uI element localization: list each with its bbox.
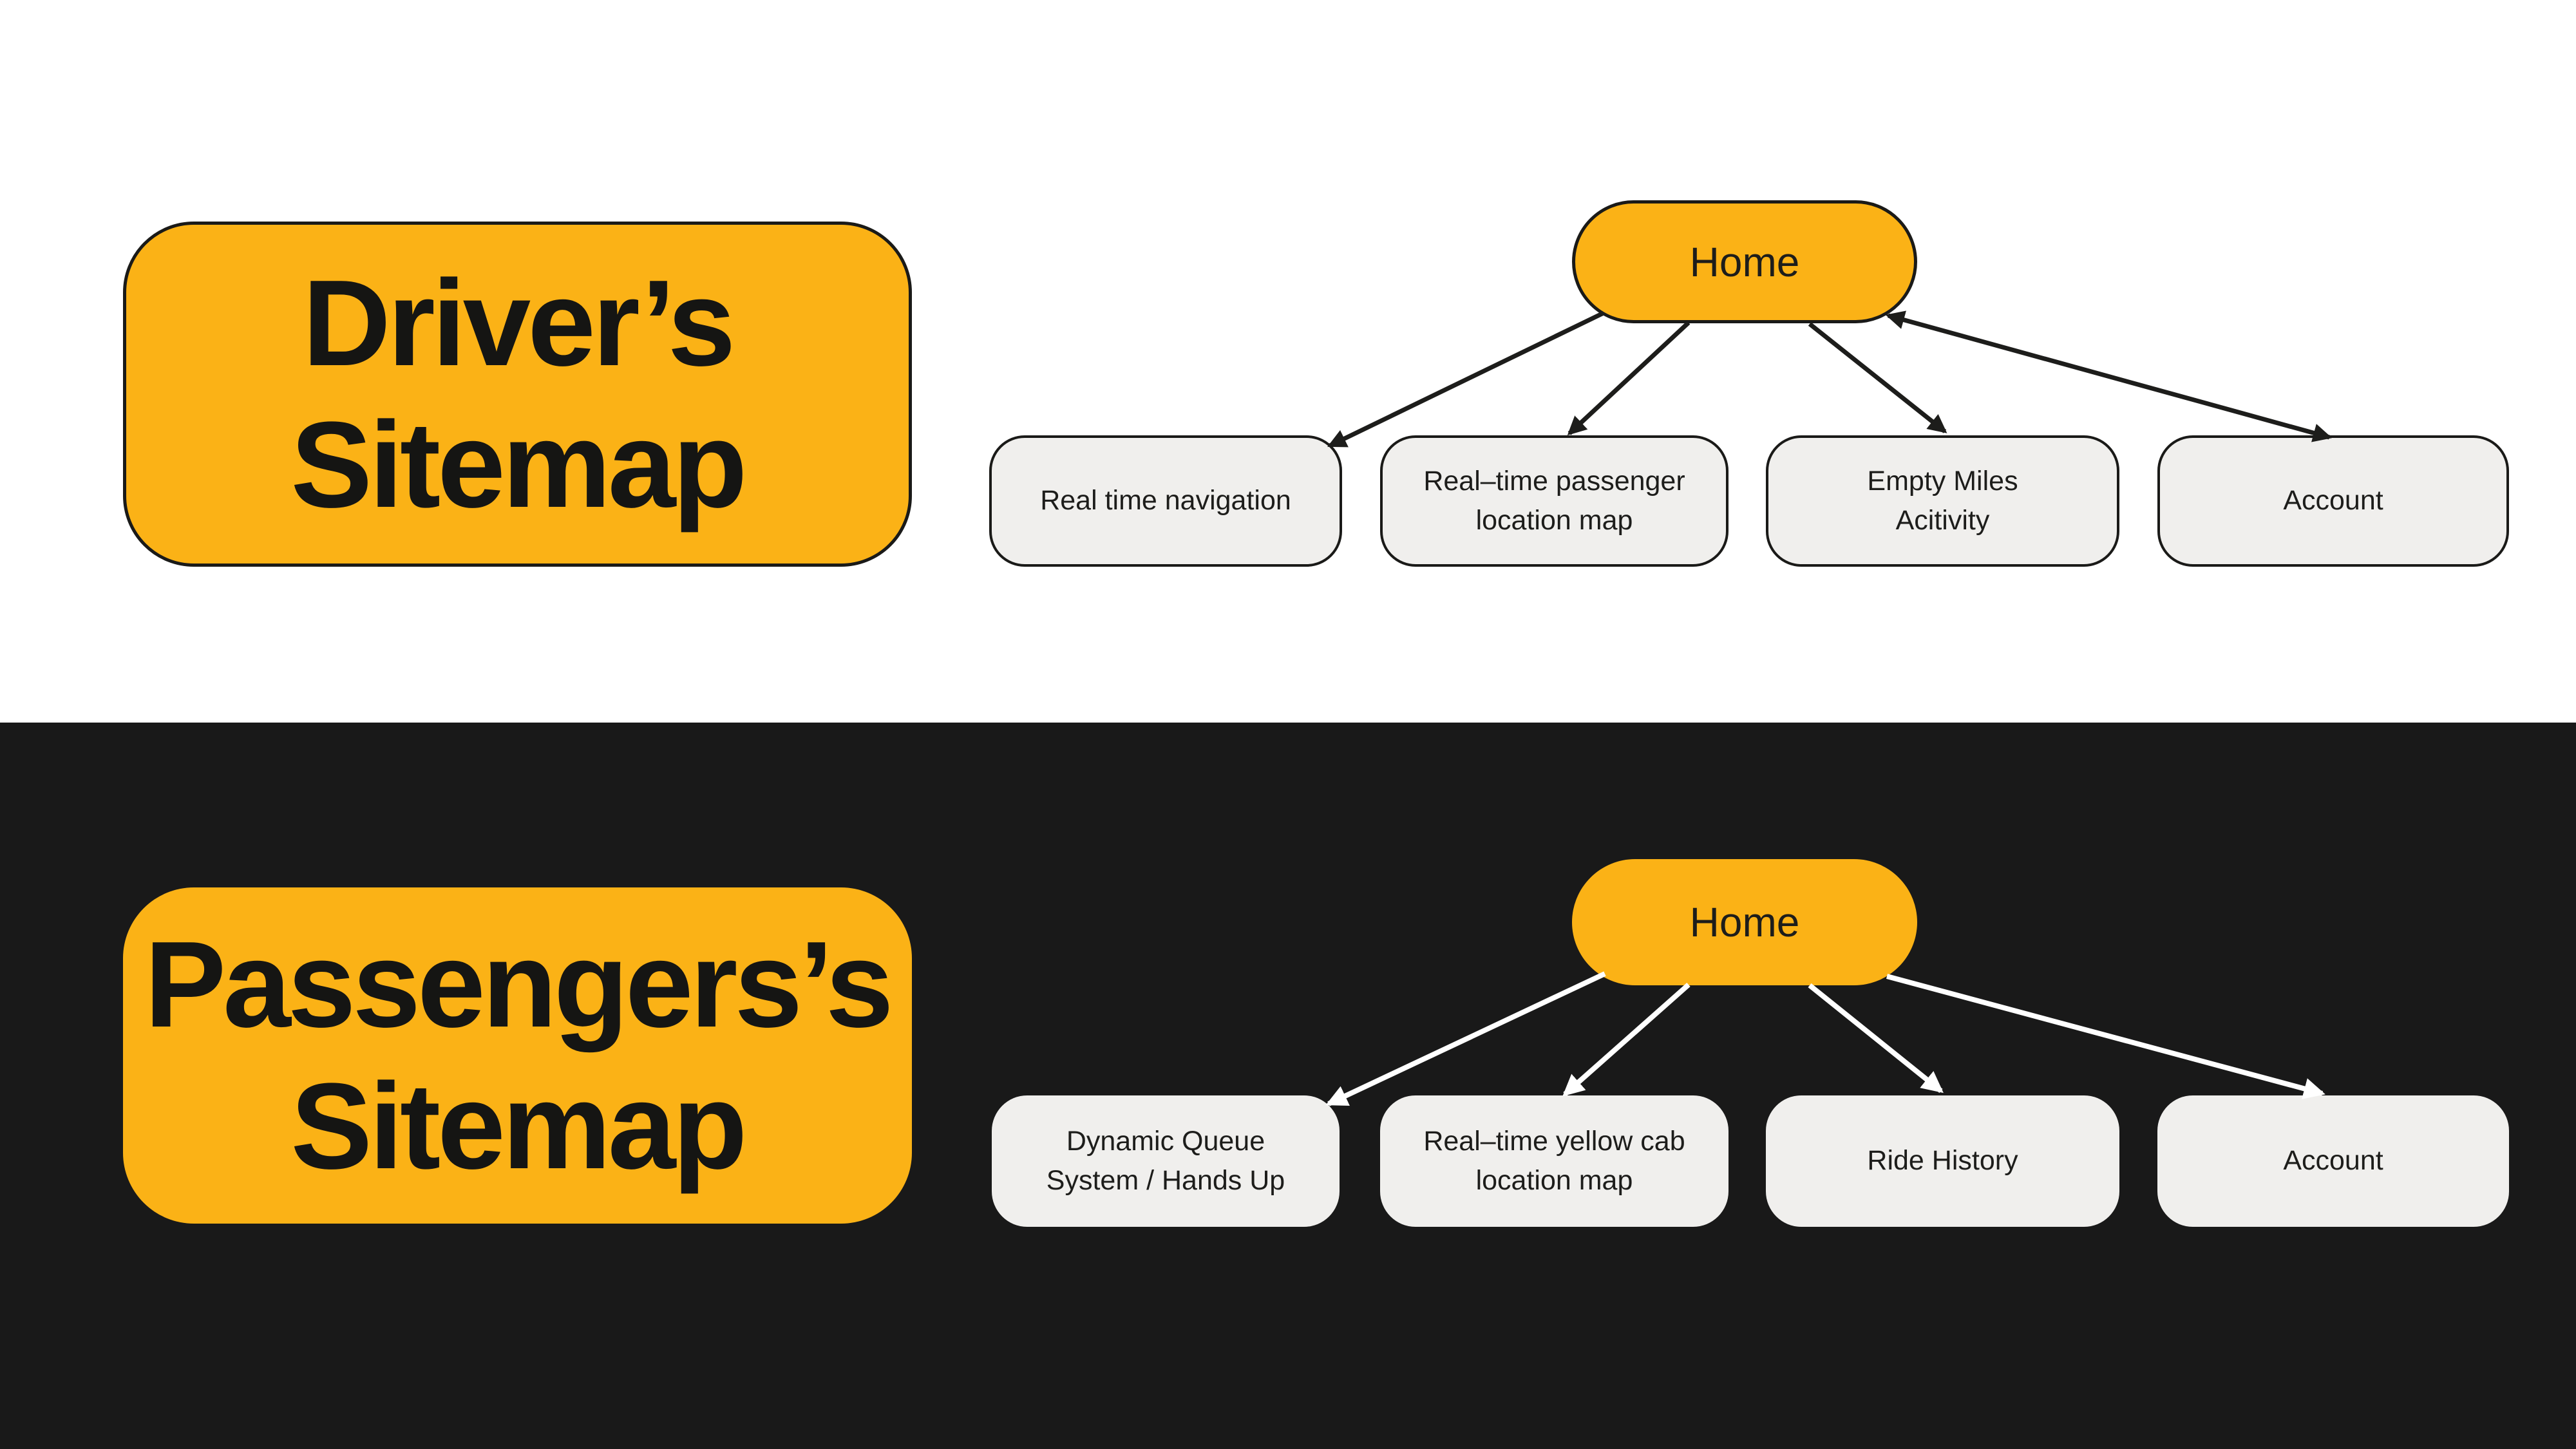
- passenger-sitemap-section: Passengers’s Sitemap Home Dynamic Queue …: [0, 723, 2576, 1449]
- passenger-node-cab-location-map: Real–time yellow cab location map: [1380, 1095, 1728, 1227]
- passenger-node-dynamic-queue: Dynamic Queue System / Hands Up: [992, 1095, 1340, 1227]
- passenger-title-line-2: Sitemap: [290, 1058, 747, 1195]
- passenger-node-account: Account: [2157, 1095, 2509, 1227]
- passenger-home-node: Home: [1572, 859, 1917, 985]
- passenger-sitemap-title-card: Passengers’s Sitemap: [123, 887, 912, 1224]
- passenger-title-line-1: Passengers’s: [144, 916, 893, 1053]
- driver-sitemap-section: Driver’s Sitemap Home Real time navigati…: [0, 0, 2576, 723]
- driver-title-line-1: Driver’s: [302, 254, 736, 392]
- driver-node-real-time-navigation: Real time navigation: [989, 435, 1342, 567]
- driver-sitemap-title-card: Driver’s Sitemap: [123, 222, 912, 567]
- passenger-node-ride-history: Ride History: [1766, 1095, 2119, 1227]
- driver-node-account: Account: [2157, 435, 2509, 567]
- driver-node-passenger-location-map: Real–time passenger location map: [1380, 435, 1728, 567]
- driver-node-empty-miles-activity: Empty Miles Acitivity: [1766, 435, 2119, 567]
- driver-title-line-2: Sitemap: [290, 397, 747, 533]
- driver-home-node: Home: [1572, 200, 1917, 323]
